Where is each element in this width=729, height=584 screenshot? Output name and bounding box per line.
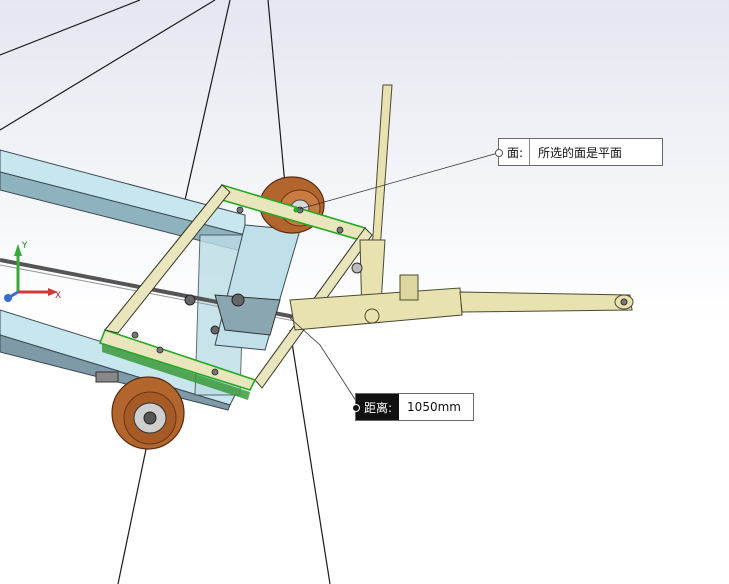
callout-anchor-dot (495, 149, 503, 157)
face-selection-point (293, 207, 299, 213)
face-selection-callout[interactable]: 面: 所选的面是平面 (495, 138, 663, 166)
callout-leaders (289, 152, 499, 408)
distance-callout-label: 距离: (356, 394, 400, 420)
distance-measure-callout[interactable]: 距离: 1050mm (352, 393, 474, 421)
triad-x-label: X (55, 291, 61, 301)
coordinate-triad[interactable]: Y X (4, 241, 61, 302)
tow-handle-assembly[interactable] (289, 84, 634, 331)
center-plate-assembly[interactable] (184, 224, 301, 351)
face-callout-value: 所选的面是平面 (538, 145, 623, 160)
distance-callout-value: 1050mm (407, 400, 461, 414)
face-callout-label: 面: (499, 139, 531, 165)
triad-y-label: Y (21, 241, 28, 251)
suspension-cables (0, 0, 331, 584)
callout-anchor-dot (352, 404, 360, 412)
front-wheel[interactable] (95, 371, 185, 450)
